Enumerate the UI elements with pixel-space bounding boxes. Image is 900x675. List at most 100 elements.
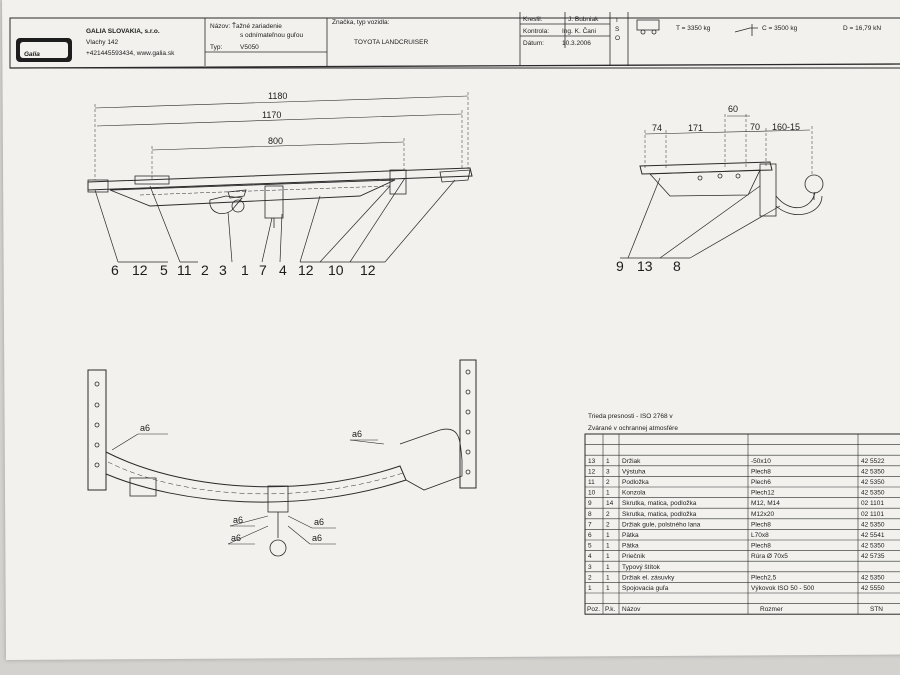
callout-5: 5 [160, 262, 168, 278]
callout-8: 8 [673, 258, 681, 274]
car-trailer-icon [636, 19, 660, 35]
bom-row-poz: 4 [588, 553, 592, 560]
title-block: Galia GALIA SLOVAKIA, s.r.o. Vlachy 142 … [9, 12, 900, 69]
bom-header-name: Názov [622, 606, 641, 613]
vehicle-value: TOYOTA LANDCRUISER [354, 39, 428, 46]
bom-row-poz: 5 [588, 543, 592, 550]
callout-10: 10 [328, 262, 344, 278]
side-view: 1180 1170 800 [87, 91, 473, 278]
spec-d: D = 16,79 kN [843, 25, 881, 32]
drawn-label: Kreslil: [523, 16, 543, 23]
callout-2: 2 [201, 262, 209, 278]
bom-header-code: STN [870, 606, 883, 613]
dimension-1180: 1180 [268, 91, 287, 101]
dimension-70: 70 [750, 122, 760, 132]
galia-logo: Galia [16, 38, 72, 62]
weld-label-1: a6 [140, 423, 150, 433]
bom-row-code: 42 5550 [861, 585, 885, 592]
bom-row-code: 42 5350 [861, 490, 885, 497]
bom-row-code: 42 5350 [861, 468, 885, 475]
bom-row-name: Skrutka, matica, podložka [622, 511, 697, 518]
hitch-icon [734, 24, 758, 36]
bom-row-material: M12, M14 [751, 500, 780, 507]
bom-row-pk: 3 [606, 468, 610, 475]
callout-12c: 12 [360, 262, 376, 278]
bom-row-pk: 2 [606, 479, 610, 486]
type-value: V5050 [240, 44, 259, 51]
bom-row-code: 02 1101 [861, 500, 884, 507]
bom-row-material: Výkovok ISO 50 - 500 [751, 585, 815, 592]
vehicle-label: Značka, typ vozidla: [332, 19, 390, 26]
callout-7: 7 [259, 262, 267, 278]
iso-letter-s: S [615, 26, 620, 33]
bom-row-material: Rúra Ø 70x5 [751, 553, 788, 560]
bom-row-name: Držiak [622, 458, 641, 465]
bom-grid [584, 433, 900, 615]
check-value: Ing. K. Čani [562, 26, 596, 35]
bom-row-name: Držiak gule, polstného lana [622, 521, 701, 528]
dimension-60: 60 [728, 104, 738, 114]
bom-row-material: -50x10 [751, 458, 771, 465]
bom-row-material: Plech12 [751, 490, 775, 497]
bom-row-name: Držiak el. zásuvky [622, 574, 675, 581]
bom-row-name: Výstuha [622, 468, 646, 475]
bom-row-poz: 9 [588, 500, 592, 507]
bom-header-material: Rozmer [760, 606, 784, 613]
bom-row-pk: 2 [606, 511, 610, 518]
bom-row-name: Konzola [622, 490, 646, 497]
callout-11: 11 [177, 262, 192, 278]
svg-text:Galia: Galia [24, 51, 40, 58]
bom-row-name: Priečnik [622, 553, 646, 560]
bom-row-code: 42 5350 [861, 521, 885, 528]
bom-row-poz: 10 [588, 490, 596, 497]
bom-title-1: Trieda presnosti - ISO 2768 v [588, 413, 673, 420]
bom-row-poz: 8 [588, 511, 592, 518]
bom-row-material: Plech6 [751, 479, 771, 486]
bom-row-name: Podložka [622, 479, 649, 486]
dimension-74: 74 [652, 123, 662, 133]
plan-view: a6 a6 a6 a6 a6 a6 [87, 359, 477, 557]
bom-row-poz: 3 [588, 564, 592, 571]
name-value-1: Ťažné zariadenie [232, 21, 282, 30]
date-label: Dátum: [523, 40, 544, 47]
callout-12b: 12 [298, 262, 314, 278]
bom-row-poz: 1 [588, 585, 592, 592]
bom-row-pk: 1 [606, 585, 610, 592]
spec-t: T = 3350 kg [676, 25, 711, 32]
bom-row-name: Typový štítok [622, 564, 661, 571]
bom-row-code: 42 5541 [861, 532, 885, 539]
bom-row-code: 02 1101 [861, 511, 884, 518]
weld-label-5: a6 [314, 517, 324, 527]
callout-12: 12 [132, 262, 148, 278]
bom-row-code: 42 5350 [861, 543, 885, 550]
bom-row-material: Plech8 [751, 521, 771, 528]
company-contact: +421445593434, www.galia.sk [86, 50, 175, 57]
bom-header-pk: P.k. [605, 606, 616, 613]
bom-header-poz: Poz. [587, 606, 600, 613]
bom-row-poz: 6 [588, 532, 592, 539]
bom-row-material: L70x8 [751, 532, 769, 539]
bom-row-poz: 12 [588, 468, 596, 475]
bom-row-poz: 13 [588, 458, 596, 465]
bom-row-pk: 1 [606, 553, 610, 560]
bom-row-name: Spojovacia guľa [622, 585, 669, 592]
weld-label-3: a6 [233, 515, 243, 525]
callout-3: 3 [219, 262, 227, 278]
callout-4: 4 [279, 262, 287, 278]
company-address: Vlachy 142 [86, 39, 119, 46]
callout-9: 9 [616, 258, 624, 274]
company-name: GALIA SLOVAKIA, s.r.o. [86, 28, 160, 35]
weld-label-6: a6 [312, 533, 322, 543]
check-label: Kontrola: [523, 28, 549, 35]
bom-row-name: Pätka [622, 532, 639, 539]
bom-row-pk: 1 [606, 458, 610, 465]
bom-row-code: 42 5735 [861, 553, 885, 560]
dimension-160-15: 160-15 [772, 122, 800, 132]
bom-row-pk: 1 [606, 574, 610, 581]
iso-letter-o: O [615, 35, 620, 42]
name-value-2: s odnímateľnou guľou [240, 32, 303, 39]
end-view: 74 171 60 70 160-15 [616, 104, 824, 274]
name-label: Názov: [210, 23, 230, 30]
